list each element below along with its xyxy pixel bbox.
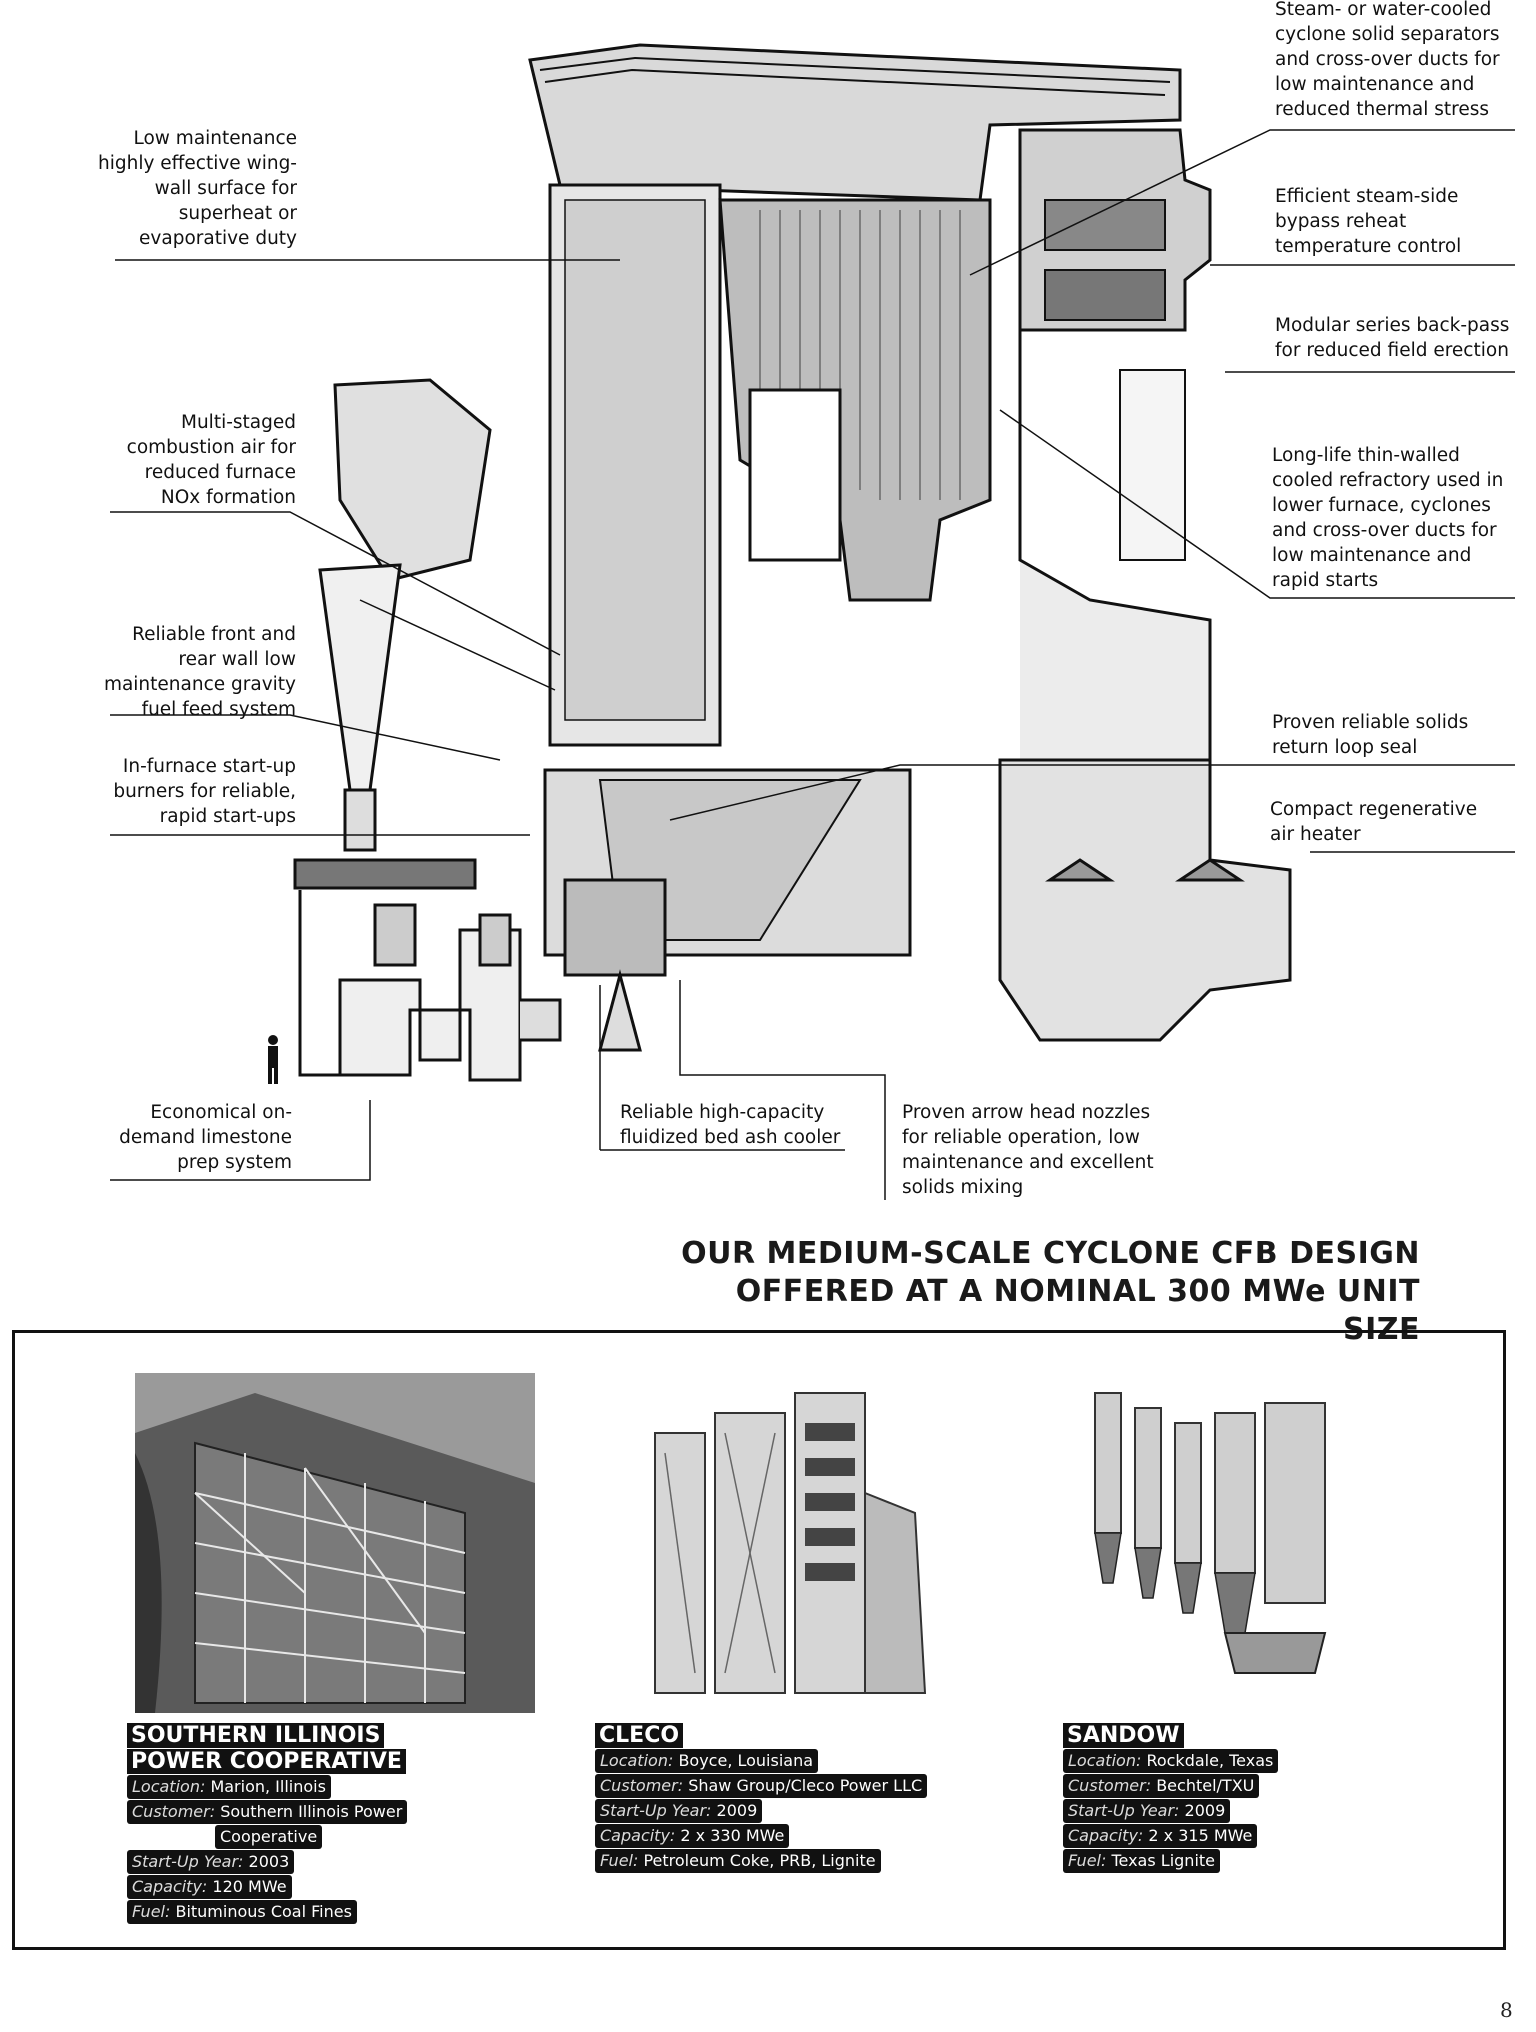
capacity-row: Capacity: 2 x 315 MWe bbox=[1063, 1824, 1258, 1848]
callout-bypass-reheat: Efficient steam-side bypass reheat tempe… bbox=[1275, 186, 1462, 257]
callout-air-heater: Compact regenerative air heater bbox=[1270, 799, 1478, 845]
cfb-boiler-cutaway-diagram bbox=[110, 43, 1515, 1200]
customer-row: Customer: Shaw Group/Cleco Power LLC bbox=[595, 1774, 928, 1798]
callout-arrow-head-nozzles: Proven arrow head nozzles for reliable o… bbox=[902, 1102, 1154, 1198]
southern-illinois-details: SOUTHERN ILLINOIS POWER COOPERATIVE Loca… bbox=[127, 1723, 408, 1925]
cleco-plant-photo bbox=[615, 1373, 935, 1713]
callout-refractory: Long-life thin-walled cooled refractory … bbox=[1272, 445, 1504, 591]
startup-row: Start-Up Year: 2009 bbox=[595, 1799, 763, 1823]
callout-back-pass: Modular series back-pass for reduced fie… bbox=[1275, 315, 1510, 361]
callout-fuel-feed: Reliable front and rear wall low mainten… bbox=[103, 624, 296, 720]
southern-illinois-plant-photo bbox=[135, 1373, 535, 1713]
location-row: Location: Marion, Illinois bbox=[127, 1775, 331, 1799]
customer-row: Customer: Bechtel/TXU bbox=[1063, 1774, 1260, 1798]
location-row: Location: Boyce, Louisiana bbox=[595, 1749, 819, 1773]
callout-cyclone-separators: Steam- or water-cooled cyclone solid sep… bbox=[1275, 0, 1500, 120]
callout-ash-cooler: Reliable high-capacity fluidized bed ash… bbox=[620, 1102, 841, 1148]
cleco-details: CLECO Location: Boyce, Louisiana Custome… bbox=[595, 1723, 928, 1874]
callout-startup-burners: In-furnace start-up burners for reliable… bbox=[113, 756, 296, 827]
sandow-plant-photo bbox=[1075, 1373, 1375, 1693]
person-scale-figure bbox=[268, 1035, 278, 1084]
page-number: 8 bbox=[1500, 1998, 1513, 2022]
location-row: Location: Rockdale, Texas bbox=[1063, 1749, 1279, 1773]
callout-loop-seal: Proven reliable solids return loop seal bbox=[1272, 712, 1469, 758]
sandow-details: SANDOW Location: Rockdale, Texas Custome… bbox=[1063, 1723, 1279, 1874]
fuel-silo bbox=[333, 378, 492, 582]
fuel-row: Fuel: Texas Lignite bbox=[1063, 1849, 1220, 1873]
capacity-row: Capacity: 120 MWe bbox=[127, 1875, 292, 1899]
reference-projects-panel: SOUTHERN ILLINOIS POWER COOPERATIVE Loca… bbox=[12, 1330, 1506, 1950]
limestone-prep bbox=[293, 858, 477, 890]
startup-row: Start-Up Year: 2003 bbox=[127, 1850, 295, 1874]
fuel-row: Fuel: Bituminous Coal Fines bbox=[127, 1900, 357, 1924]
callout-wing-wall: Low maintenance highly effective wing- w… bbox=[97, 128, 297, 249]
fuel-row: Fuel: Petroleum Coke, PRB, Lignite bbox=[595, 1849, 881, 1873]
customer-row-cont: Cooperative bbox=[215, 1825, 323, 1849]
callout-limestone-prep: Economical on- demand limestone prep sys… bbox=[119, 1102, 292, 1173]
capacity-row: Capacity: 2 x 330 MWe bbox=[595, 1824, 790, 1848]
customer-row: Customer: Southern Illinois Power bbox=[127, 1800, 408, 1824]
section-heading: OUR MEDIUM-SCALE CYCLONE CFB DESIGN OFFE… bbox=[681, 1236, 1420, 1347]
ash-cooler bbox=[563, 878, 667, 977]
air-heater bbox=[998, 758, 1292, 1042]
callout-combustion-air: Multi-staged combustion air for reduced … bbox=[126, 412, 296, 508]
startup-row: Start-Up Year: 2009 bbox=[1063, 1799, 1231, 1823]
